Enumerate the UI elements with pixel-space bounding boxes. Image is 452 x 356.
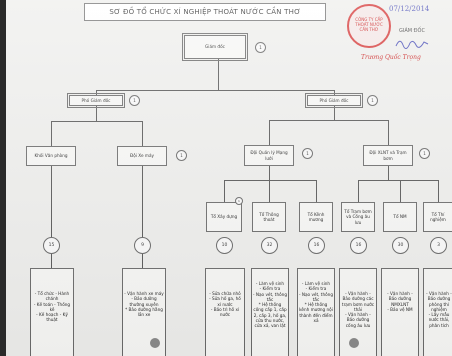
team-to-nm: Tổ NM bbox=[383, 202, 417, 232]
node-doi-quan-ly-mang-luoi: Đội Quản lý Mạng lưới bbox=[244, 145, 294, 166]
count-to-thi-nghiem: 3 bbox=[430, 237, 447, 254]
connector bbox=[51, 121, 142, 122]
count-to-nm: 30 bbox=[392, 237, 409, 254]
connector bbox=[224, 180, 225, 202]
team-to-thi-nghiem: Tổ Thí nghiệm bbox=[423, 202, 452, 232]
node-doi-xlnt-tram-bom: Đội XLNT và Trạm bơm bbox=[363, 145, 413, 166]
count-khoi-van-phong: 15 bbox=[43, 237, 60, 254]
connector bbox=[218, 59, 219, 90]
duty-to-thong-thoat: - Làm vệ sinh - Kiểm tra - Nạo vét, thôn… bbox=[251, 268, 289, 356]
connector bbox=[51, 166, 52, 268]
connector bbox=[269, 180, 270, 202]
node-giam-doc: Giám đốc bbox=[182, 33, 248, 61]
chart-title: SƠ ĐỒ TỔ CHỨC XÍ NGHIỆP THOÁT NƯỚC CẦN T… bbox=[84, 3, 326, 21]
connector bbox=[224, 180, 316, 181]
seal-text: CÔNG TY CẤP THOÁT NƯỚC CẦN THƠ bbox=[355, 17, 383, 33]
connector bbox=[269, 120, 270, 145]
connector bbox=[96, 106, 97, 121]
punch-hole bbox=[349, 338, 359, 348]
duty-khoi-van-phong: - Tổ chức - Hành chánh - Kế toán - Thống… bbox=[30, 268, 74, 356]
company-seal: CÔNG TY CẤP THOÁT NƯỚC CẦN THƠ bbox=[347, 4, 391, 48]
count-to-xay-dung: 10 bbox=[216, 237, 233, 254]
connector bbox=[142, 121, 143, 146]
org-chart-document: SƠ ĐỒ TỔ CHỨC XÍ NGHIỆP THOÁT NƯỚC CẦN T… bbox=[6, 0, 452, 356]
connector bbox=[142, 166, 143, 268]
connector bbox=[334, 90, 335, 96]
connector bbox=[96, 90, 97, 96]
connector bbox=[51, 121, 52, 146]
connector bbox=[269, 166, 270, 180]
connector bbox=[400, 180, 401, 202]
team-to-xay-dung: Tổ Xây dựng bbox=[206, 202, 242, 232]
node-pho-giam-doc-right: Phó Giám đốc bbox=[305, 93, 363, 108]
connector bbox=[388, 166, 389, 180]
signature-name: Trương Quốc Trọng bbox=[361, 54, 421, 61]
team-to-xay-dung-count: 1 bbox=[235, 197, 243, 205]
connector bbox=[96, 90, 334, 91]
duty-to-kenh-muong: - Làm vệ sinh - Kiểm tra - Nạo vét, thôn… bbox=[297, 268, 335, 356]
count-to-kenh-muong: 16 bbox=[308, 237, 325, 254]
node-pho-giam-doc-right-count: 1 bbox=[367, 95, 378, 106]
duty-to-xay-dung: - Sửa chữa nhỏ - Sửa hố ga, hố xí nước -… bbox=[205, 268, 245, 356]
connector bbox=[388, 120, 389, 145]
node-pho-giam-doc-left: Phó Giám đốc bbox=[67, 93, 125, 108]
team-to-kenh-muong: Tổ Kênh mương bbox=[299, 202, 333, 232]
node-giam-doc-count: 1 bbox=[255, 42, 266, 53]
connector bbox=[358, 180, 438, 181]
count-doi-xe-may: 9 bbox=[134, 237, 151, 254]
duty-to-thi-nghiem: - Vận hành - Bảo dưỡng phòng thí nghiệm … bbox=[423, 268, 452, 356]
node-khoi-van-phong: Khối Văn phòng bbox=[26, 146, 76, 166]
punch-hole bbox=[150, 338, 160, 348]
signature-date: 07/12/2014 bbox=[389, 5, 430, 13]
connector bbox=[334, 106, 335, 120]
count-to-thong-thoat: 32 bbox=[261, 237, 278, 254]
node-doi-xe-may-count: 1 bbox=[176, 150, 187, 161]
connector bbox=[358, 180, 359, 202]
handwritten-signature bbox=[395, 40, 429, 49]
node-doi-quan-ly-count: 1 bbox=[302, 148, 313, 159]
node-doi-xe-may: Đội Xe máy bbox=[117, 146, 167, 166]
connector bbox=[269, 120, 388, 121]
node-doi-xlnt-count: 1 bbox=[419, 148, 430, 159]
count-to-tram-bom: 16 bbox=[350, 237, 367, 254]
team-to-thong-thoat: Tổ Thông thoát bbox=[252, 202, 286, 232]
signature-role: GIÁM ĐỐC bbox=[399, 28, 425, 34]
node-pho-giam-doc-left-count: 1 bbox=[129, 95, 140, 106]
connector bbox=[316, 180, 317, 202]
duty-to-nm: - Vận hành - Bảo dưỡng NMXLNT - Bảo vệ N… bbox=[381, 268, 419, 356]
connector bbox=[438, 180, 439, 202]
team-to-tram-bom: Tổ Trạm bơm và Cống âu lưu bbox=[341, 202, 375, 232]
